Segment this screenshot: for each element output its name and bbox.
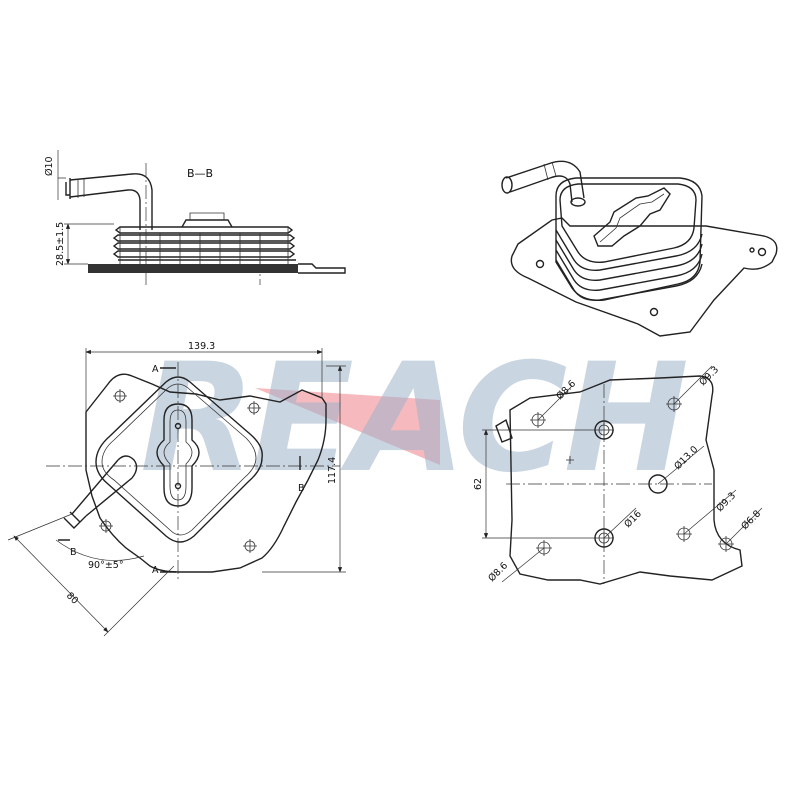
iso-hole-3 [649,307,659,317]
plan-tube [63,455,138,529]
plan-cooler-body [95,376,263,543]
iso-hole-2 [757,247,767,257]
section-view-b-b: Ø10 28.5±1.5 B—B [44,150,346,285]
iso-base-plate [510,217,778,337]
iso-hole-1 [535,259,545,269]
dim-ext-height [262,365,346,573]
dim-height: 117.4 [327,457,338,484]
reach-watermark: REACH [140,332,691,506]
hole-label-7: Ø8.6 [486,560,510,584]
leader-hole-1 [537,385,573,421]
hole-label-6: Ø6.8 [739,508,763,532]
hole-label-4: Ø9.3 [714,490,738,514]
section-mark-b-right: B [298,483,305,494]
iso-hole-4 [749,247,755,253]
iso-tube [501,160,586,207]
dim-tube-diameter: Ø10 [44,156,55,176]
leader-hole-7 [501,547,545,583]
base-plate-tab [298,263,346,274]
hole-label-2: Ø9.3 [697,364,721,388]
dim-line-tube-length [13,535,109,633]
dim-line-tube-dia [57,150,66,200]
leader-hole-2 [673,365,713,405]
base-plate [88,264,298,273]
dim-arc-angle [55,539,145,561]
leader-hole-6 [725,507,763,545]
dim-62: 62 [473,478,484,490]
dim-ext-tube-length [7,513,175,637]
plan-base-plate [85,373,327,573]
section-mark-b-left: B [70,547,77,558]
dim-width: 139.3 [188,341,215,352]
dim-angle: 90°±5° [88,560,124,571]
section-mark-a-top: A [152,364,159,375]
leader-hole-3 [657,445,705,485]
iso-cavity [593,187,671,247]
gasket-tube-stub [495,418,513,443]
iso-cavity-edge [599,193,665,243]
watermark-text: REACH [140,332,687,506]
leader-hole-5 [603,507,637,539]
dim-ext-height [64,223,114,265]
section-mark-a-bottom: A [152,565,159,576]
plan-cooler-inner [101,383,257,536]
hole-label-5: Ø16 [622,508,644,530]
plan-holes [99,389,261,553]
cooler-plate-stack [112,212,296,264]
plan-view: A A B B 139.3 117.4 80 90°±5° [7,341,346,637]
inlet-tube [65,173,153,230]
dim-ext-width [85,348,323,412]
dim-tube-length: 80 [64,590,80,606]
dim-ext-62 [482,429,596,539]
iso-plate-stack [555,177,703,301]
isometric-view [501,160,778,337]
leader-hole-4 [683,489,737,535]
section-label: B—B [187,167,213,180]
dim-height: 28.5±1.5 [55,222,66,266]
